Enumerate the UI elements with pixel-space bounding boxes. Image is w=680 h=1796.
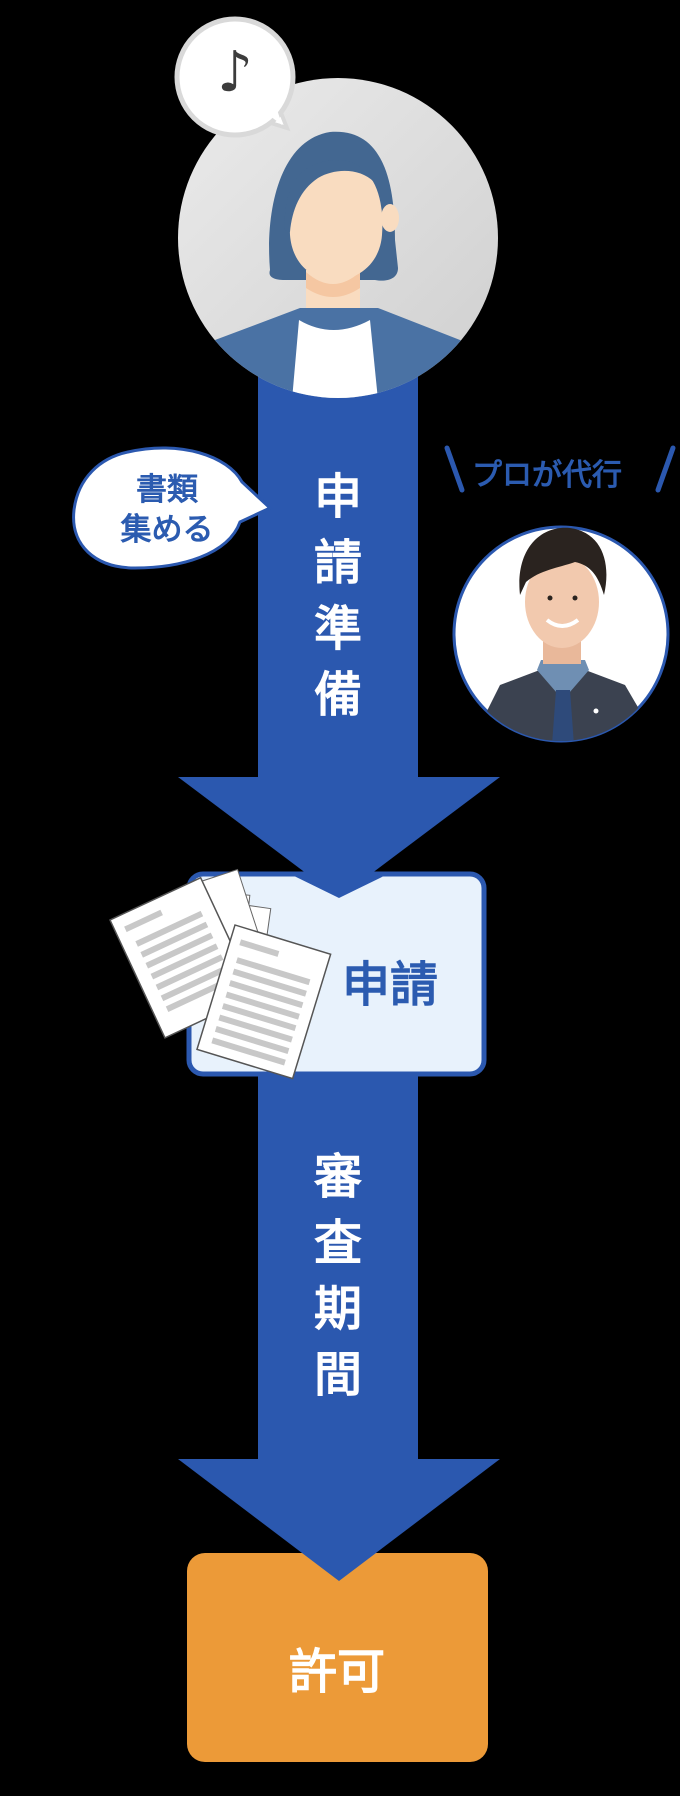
permit-box bbox=[187, 1553, 488, 1762]
bubble-line-1: 書類 bbox=[136, 472, 198, 508]
arrow-review bbox=[178, 1075, 500, 1581]
bubble-line-2: 集める bbox=[120, 512, 214, 548]
label-char: 準 bbox=[313, 601, 362, 657]
label-char: 請 bbox=[313, 535, 362, 591]
thought-bubble bbox=[174, 16, 296, 138]
pro-callout-marks bbox=[444, 445, 676, 493]
label-char: 期 bbox=[313, 1281, 362, 1337]
label-char: 査 bbox=[313, 1215, 362, 1271]
speech-bubble-collect-documents bbox=[72, 446, 273, 570]
arrow-preparation bbox=[178, 360, 500, 898]
label-char: 申 bbox=[313, 469, 362, 525]
pro-callout-label: プロが代行 bbox=[472, 458, 622, 493]
label-char: 備 bbox=[313, 667, 362, 723]
label-char: 審 bbox=[313, 1149, 362, 1205]
music-note-icon: ♪ bbox=[217, 40, 253, 105]
pro-photo bbox=[452, 525, 670, 743]
step-label-preparation: 申 請 準 備 bbox=[303, 464, 373, 728]
step-label-review: 審 査 期 間 bbox=[303, 1144, 373, 1408]
step-label-permit: 許可 bbox=[288, 1644, 385, 1700]
collect-documents-text: 書類 集める bbox=[92, 470, 242, 550]
documents-icon bbox=[109, 868, 332, 1080]
step-label-application: 申請 bbox=[341, 957, 438, 1013]
label-char: 間 bbox=[313, 1347, 362, 1403]
